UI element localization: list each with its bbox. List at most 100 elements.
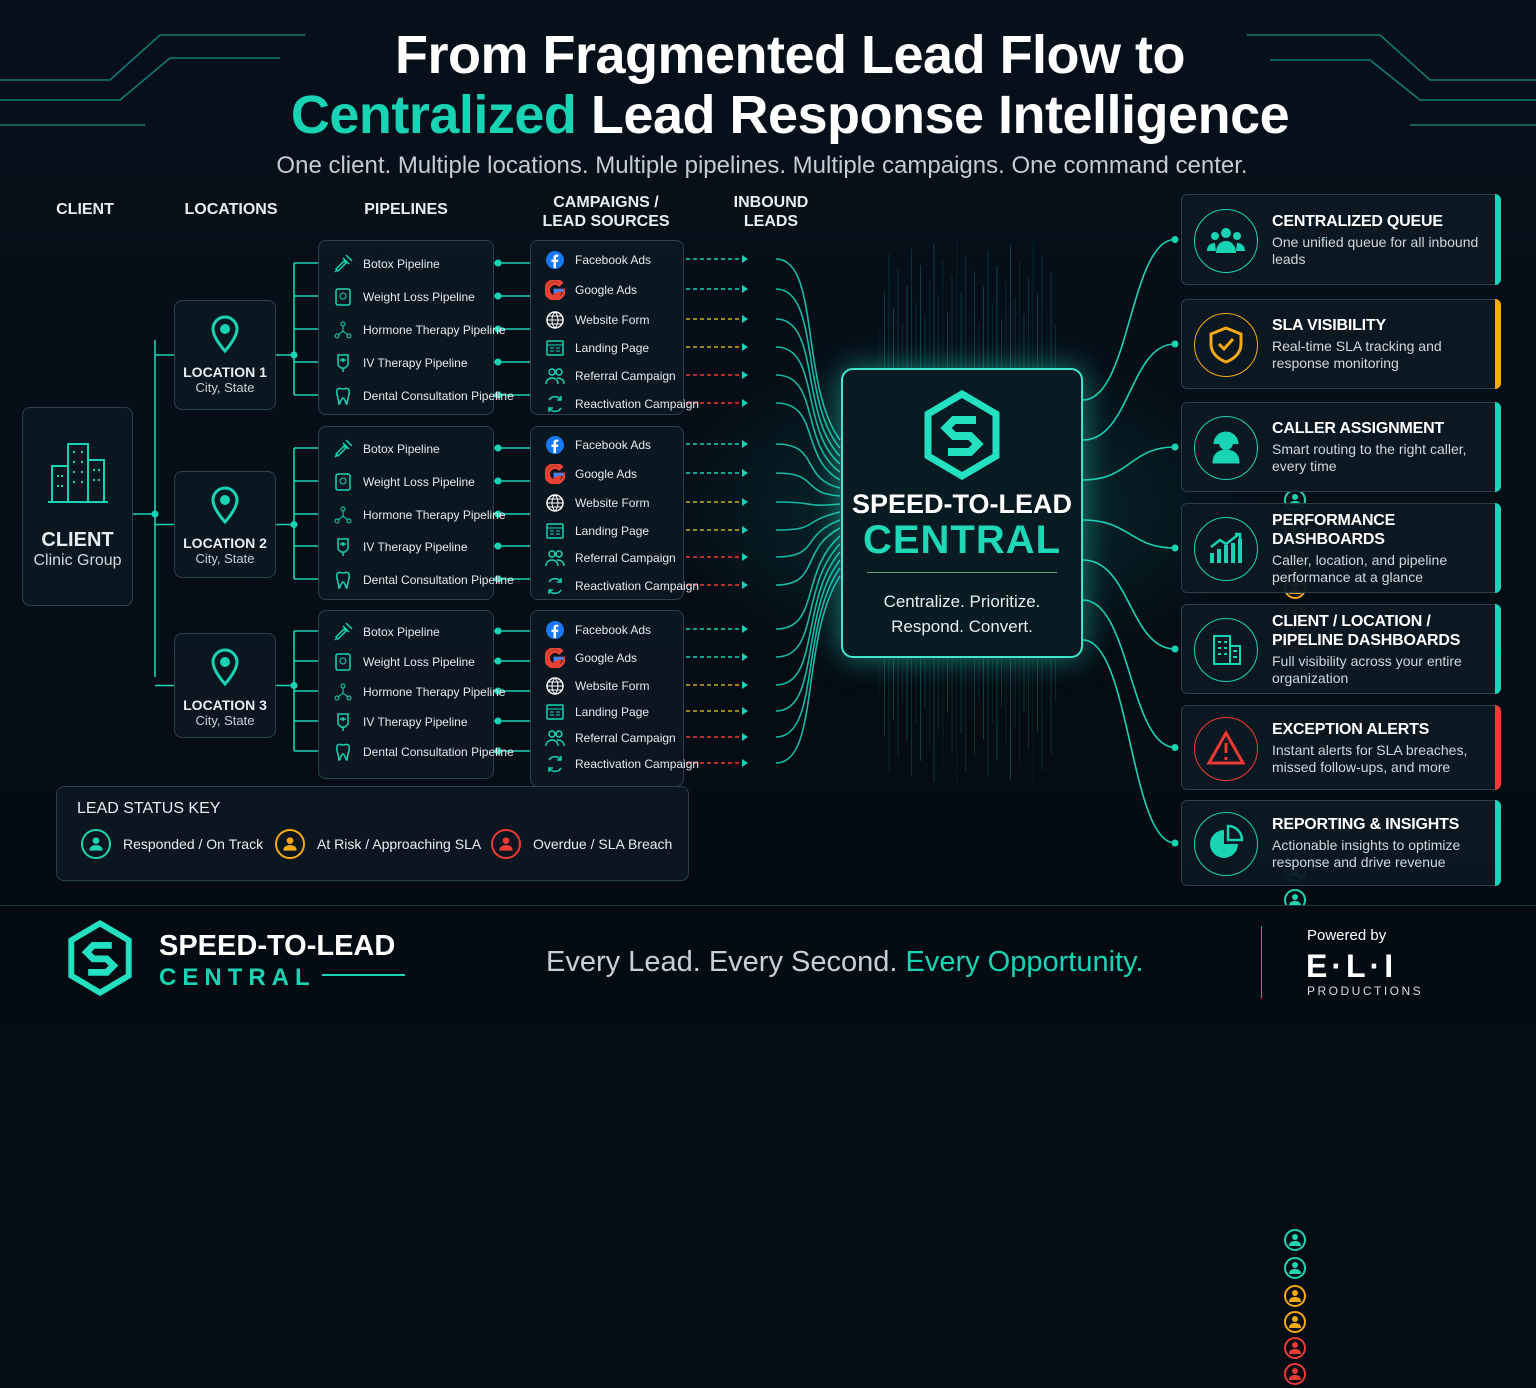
campaign-label: Facebook Ads (575, 438, 652, 452)
accent-bar (1495, 604, 1501, 694)
shield-check-icon (1209, 326, 1243, 364)
pipeline-item[interactable]: Dental Consultation Pipeline (319, 569, 514, 591)
inbound-lead-on_track[interactable] (1284, 1257, 1306, 1279)
footer-logo-line1: SPEED-TO-LEAD (159, 930, 396, 962)
location-name: LOCATION 3 (183, 697, 267, 713)
connector-node (494, 542, 502, 550)
campaign-item[interactable]: Google Ads (531, 279, 637, 301)
connector-node (494, 444, 502, 452)
campaign-item[interactable]: Facebook Ads (531, 249, 651, 271)
pipeline-item[interactable]: Hormone Therapy Pipeline (319, 504, 506, 526)
tooth-icon (336, 571, 350, 589)
feature-card[interactable]: CENTRALIZED QUEUE One unified queue for … (1181, 194, 1501, 285)
arrow-head (742, 707, 748, 715)
molecule-icon (334, 506, 352, 524)
campaign-item[interactable]: Landing Page (531, 520, 649, 542)
inbound-lead-at_risk[interactable] (1284, 1285, 1306, 1307)
title-line-2: Centralized Lead Response Intelligence (0, 84, 1536, 146)
footer-tagline: Every Lead. Every Second. Every Opportun… (546, 946, 1144, 979)
connector (1082, 238, 1176, 401)
facebook-icon (546, 621, 564, 639)
pipeline-item[interactable]: Botox Pipeline (319, 621, 440, 643)
pipeline-item[interactable]: Hormone Therapy Pipeline (319, 681, 506, 703)
pipeline-item[interactable]: Weight Loss Pipeline (319, 651, 475, 673)
person-icon (491, 829, 521, 859)
connector (775, 402, 841, 481)
connector-node (494, 259, 502, 267)
pipeline-item[interactable]: Hormone Therapy Pipeline (319, 319, 506, 341)
campaign-item[interactable]: Referral Campaign (531, 365, 676, 387)
inbound-lead-overdue[interactable] (1284, 1337, 1306, 1359)
campaign-item[interactable]: Google Ads (531, 647, 637, 669)
connector-node (1171, 839, 1179, 847)
connector-node (1171, 744, 1179, 751)
inbound-lead-on_track[interactable] (1284, 1229, 1306, 1251)
pipeline-item[interactable]: Weight Loss Pipeline (319, 286, 475, 308)
location-sub: City, State (195, 380, 255, 395)
campaign-item[interactable]: Reactivation Campaign (531, 393, 699, 415)
feature-card[interactable]: SLA VISIBILITY Real-time SLA tracking an… (1181, 299, 1501, 389)
campaign-label: Landing Page (575, 705, 650, 719)
footer-logo-icon (68, 920, 132, 996)
pipeline-item[interactable]: IV Therapy Pipeline (319, 352, 468, 374)
inbound-lead-overdue[interactable] (1284, 1363, 1306, 1385)
location-node[interactable]: LOCATION 1 City, State (174, 300, 276, 410)
feature-icon-ring (1194, 313, 1258, 377)
arrow-head (742, 733, 748, 741)
connector (1270, 59, 1536, 101)
connector-node (1171, 544, 1179, 552)
eli-logo: E·L·I (1306, 948, 1398, 984)
campaign-item[interactable]: Reactivation Campaign (531, 575, 699, 597)
arrow-head (742, 315, 748, 323)
feature-card[interactable]: REPORTING & INSIGHTS Actionable insights… (1181, 800, 1501, 886)
connector-lines (0, 34, 1536, 847)
feature-card[interactable]: CLIENT / LOCATION / PIPELINE DASHBOARDS … (1181, 604, 1501, 694)
inbound-lead-at_risk[interactable] (1284, 1311, 1306, 1333)
campaign-item[interactable]: Referral Campaign (531, 727, 676, 749)
campaign-item[interactable]: Facebook Ads (531, 619, 651, 641)
feature-title: PERFORMANCE DASHBOARDS (1272, 511, 1396, 548)
person-icon (1289, 1234, 1301, 1246)
campaign-item[interactable]: Landing Page (531, 701, 649, 723)
refresh-icon (548, 395, 562, 413)
pipeline-item[interactable]: Weight Loss Pipeline (319, 471, 475, 493)
location-sub: City, State (195, 713, 255, 728)
feature-card[interactable]: EXCEPTION ALERTS Instant alerts for SLA … (1181, 705, 1501, 790)
campaign-label: Website Form (575, 313, 650, 327)
pipeline-item[interactable]: Botox Pipeline (319, 438, 440, 460)
feature-card[interactable]: CALLER ASSIGNMENT Smart routing to the r… (1181, 402, 1501, 492)
pipeline-item[interactable]: Dental Consultation Pipeline (319, 741, 514, 763)
feature-desc: Actionable insights to optimize response… (1272, 837, 1461, 870)
pipeline-item[interactable]: IV Therapy Pipeline (319, 711, 468, 733)
connector (775, 535, 841, 630)
key-label: Overdue / SLA Breach (533, 836, 673, 852)
campaign-item[interactable]: Website Form (531, 675, 649, 697)
connector-node (1171, 645, 1179, 653)
arrow-head (742, 399, 748, 407)
campaign-label: Reactivation Campaign (575, 757, 700, 771)
key-item-on_track: Responded / On Track (81, 829, 263, 859)
col-line: LEAD SOURCES (542, 213, 670, 230)
campaign-item[interactable]: Landing Page (531, 337, 649, 359)
location-node[interactable]: LOCATION 2 City, State (174, 471, 276, 578)
pipeline-item[interactable]: Botox Pipeline (319, 253, 440, 275)
campaign-label: Google Ads (575, 467, 638, 481)
feature-card[interactable]: PERFORMANCE DASHBOARDS Caller, location,… (1181, 503, 1501, 593)
connector (775, 472, 841, 497)
speed-to-lead-central-hub[interactable]: SPEED-TO-LEAD CENTRAL Centralize. Priori… (841, 368, 1083, 658)
pipeline-item[interactable]: IV Therapy Pipeline (319, 536, 468, 558)
location-node[interactable]: LOCATION 3 City, State (174, 633, 276, 738)
campaign-item[interactable]: Website Form (531, 309, 649, 331)
client-node[interactable]: CLIENT Clinic Group (22, 407, 133, 606)
campaign-item[interactable]: Referral Campaign (531, 547, 676, 569)
campaign-item[interactable]: Google Ads (531, 463, 637, 485)
scale-icon (335, 288, 351, 306)
campaign-item[interactable]: Website Form (531, 492, 649, 514)
campaign-item[interactable]: Reactivation Campaign (531, 753, 699, 775)
campaign-item[interactable]: Facebook Ads (531, 434, 651, 456)
footer: SPEED-TO-LEAD CENTRAL Every Lead. Every … (0, 905, 1536, 1024)
feature-text: REPORTING & INSIGHTS Actionable insights… (1272, 801, 1492, 885)
pipeline-item[interactable]: Dental Consultation Pipeline (319, 385, 514, 407)
